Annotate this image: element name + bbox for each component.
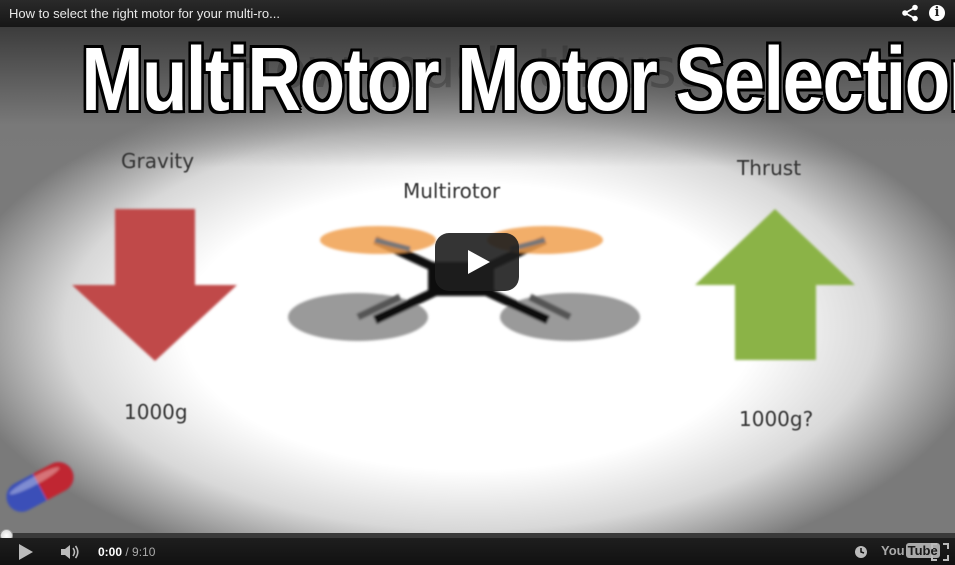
multirotor-label: Multirotor	[403, 179, 501, 203]
current-time: 0:00	[98, 545, 123, 559]
title-bar-icons: i	[901, 4, 945, 22]
fullscreen-icon[interactable]	[931, 543, 949, 561]
video-headline-overlay: MultiRotor Motor Selection	[81, 30, 955, 130]
duration: 9:10	[132, 545, 156, 559]
video-frame[interactable]: How much thrust? Gravity Multirotor Thru…	[0, 27, 955, 533]
share-icon[interactable]	[901, 4, 919, 22]
gravity-value: 1000g	[124, 400, 188, 424]
video-top-shade	[0, 27, 955, 167]
info-icon[interactable]: i	[929, 5, 945, 21]
video-title-link[interactable]: How to select the right motor for your m…	[9, 6, 280, 21]
time-display: 0:00 / 9:10	[98, 545, 155, 559]
youtube-logo-you: You	[881, 543, 905, 558]
gravity-label: Gravity	[121, 149, 195, 173]
thrust-label: Thrust	[737, 156, 802, 180]
player-title-bar: How to select the right motor for your m…	[0, 0, 955, 27]
gravity-arrow	[72, 209, 237, 361]
thrust-value: 1000g?	[739, 407, 814, 431]
volume-icon[interactable]	[60, 543, 80, 561]
time-separator: /	[122, 545, 133, 559]
slide-title-ghost: How much thrust?	[233, 37, 727, 100]
channel-logo	[6, 462, 74, 512]
clock-icon[interactable]	[854, 543, 868, 561]
play-icon[interactable]	[18, 543, 34, 561]
big-play-button[interactable]	[435, 233, 519, 291]
thrust-arrow	[695, 209, 855, 360]
